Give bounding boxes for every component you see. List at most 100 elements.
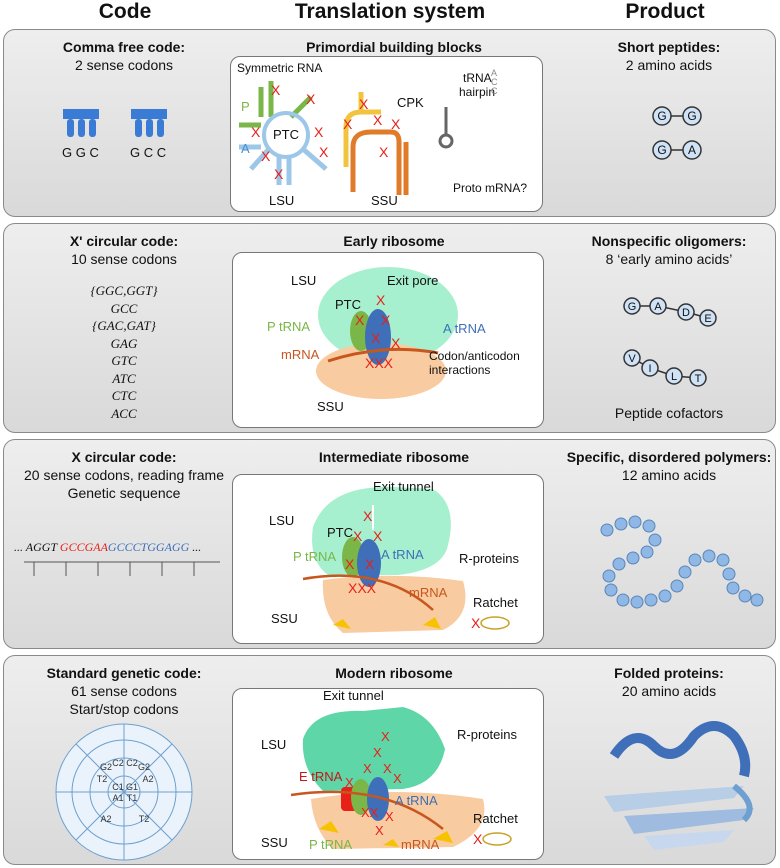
reading-frame-ruler [24, 561, 220, 576]
svg-text:X: X [359, 96, 369, 112]
svg-text:X: X [371, 330, 381, 346]
code-subtitle: 10 sense codons [71, 251, 177, 267]
p-trna-label: P tRNA [267, 319, 311, 334]
row-x-prime-circular: X' circular code: 10 sense codons {GGC,G… [3, 223, 776, 433]
codon-glyphs [63, 109, 167, 137]
seq-blue: GCCCTGGAGG [107, 540, 190, 554]
svg-text:X: X [274, 166, 284, 182]
code-title: Comma free code: [62, 39, 186, 55]
lsu-label: LSU [269, 193, 295, 208]
dipeptide-glyphs: G G G A [652, 106, 702, 160]
oligo-b-res-3: L [671, 371, 677, 383]
mrna-label: mRNA [281, 347, 320, 362]
row-standard-code: Standard genetic code: 61 sense codons S… [3, 655, 776, 865]
wheel-t2b: T2 [139, 814, 150, 824]
svg-text:X: X [375, 823, 384, 838]
p-trna-label: P tRNA [293, 549, 337, 564]
codon-gcc-label: G C C [130, 145, 167, 160]
exit-tunnel-label: Exit tunnel [323, 688, 384, 703]
mrna-label: mRNA [409, 585, 448, 600]
wheel-t1: T1 [127, 793, 138, 803]
ssu-label: SSU [261, 835, 288, 850]
svg-text:X: X [383, 761, 392, 776]
codon-7: CTC [111, 388, 137, 403]
product-title: Short peptides: [617, 39, 721, 55]
code-subtitle: 20 sense codons, reading frame [23, 467, 224, 483]
oligomer-glyphs: G A D E V I L T [623, 297, 717, 387]
svg-text:X: X [271, 82, 281, 98]
ratchet-label: Ratchet [473, 595, 518, 610]
svg-text:XX: XX [361, 805, 379, 820]
svg-text:X: X [391, 116, 401, 132]
wheel-a2a: A2 [142, 774, 153, 784]
peptide-1-res-2: G [687, 109, 696, 123]
wheel-g2b: G2 [138, 762, 150, 772]
peptide-2-res-2: A [688, 143, 696, 157]
svg-text:X: X [363, 761, 372, 776]
ssu-label: SSU [371, 193, 398, 208]
product-subtitle: 20 amino acids [621, 683, 717, 699]
svg-text:XXX: XXX [365, 355, 394, 371]
wheel-c2b: C2 [126, 758, 138, 768]
hairpin-label: hairpin [459, 85, 496, 99]
symmetric-rna-label: Symmetric RNA [237, 61, 323, 75]
svg-text:X: X [373, 528, 383, 544]
codon-2: GCC [110, 300, 138, 316]
wheel-t2a: T2 [97, 774, 108, 784]
translation-title: Early ribosome [343, 233, 445, 249]
row-x-circular: X circular code: 20 sense codons, readin… [3, 439, 776, 649]
ssu-label: SSU [271, 611, 298, 626]
svg-text:X: X [381, 312, 391, 328]
svg-text:X: X [345, 775, 354, 790]
svg-text:X: X [379, 144, 389, 160]
oligo-a-res-2: A [654, 301, 662, 313]
codon-5: GTC [111, 353, 137, 368]
ptc-label: PTC [327, 525, 353, 540]
translation-title: Modern ribosome [335, 665, 453, 681]
svg-text:X: X [345, 556, 355, 572]
ratchet-label: Ratchet [473, 811, 518, 826]
r-proteins-label: R-proteins [457, 727, 517, 742]
seq-red: GCCGAA [59, 540, 108, 554]
code-subtitle: 2 sense codons [74, 57, 174, 73]
svg-text:X: X [251, 124, 261, 140]
code-subtitle-2: Start/stop codons [69, 701, 179, 717]
oligo-a-res-1: G [628, 301, 637, 313]
code-title: Standard genetic code: [46, 665, 202, 681]
ptc-label: PTC [335, 297, 361, 312]
peptide-cofactors-label: Peptide cofactors [614, 405, 724, 421]
product-subtitle: 2 amino acids [625, 57, 713, 73]
seq-suffix: ... [189, 540, 202, 554]
svg-text:X: X [355, 312, 365, 328]
codon-6: ATC [112, 370, 136, 386]
ssu-label: SSU [317, 399, 344, 414]
lsu-label: LSU [261, 737, 287, 752]
exit-pore-label: Exit pore [387, 273, 439, 288]
codon-4: GAG [110, 335, 138, 351]
wheel-a1: A1 [112, 793, 123, 803]
wheel-g1: G1 [126, 782, 138, 792]
svg-text:X: X [363, 508, 373, 524]
folded-protein-ribbon [604, 721, 754, 850]
svg-text:XXX: XXX [348, 580, 377, 596]
lsu-label: LSU [269, 513, 295, 528]
svg-text:X: X [393, 771, 402, 786]
oligo-b-res-1: V [628, 353, 636, 365]
svg-text:X: X [391, 335, 401, 351]
svg-text:X: X [373, 112, 383, 128]
svg-text:X: X [473, 831, 483, 847]
svg-text:X: X [261, 148, 271, 164]
code-subtitle: 61 sense codons [71, 683, 177, 699]
exit-tunnel-label: Exit tunnel [373, 479, 434, 494]
proto-mrna-label: Proto mRNA? [453, 181, 528, 195]
svg-text:X: X [365, 556, 375, 572]
code-column-header: Code [98, 0, 152, 23]
a-trna-label: A tRNA [395, 793, 438, 808]
ptc-label: PTC [273, 127, 299, 142]
codon-3: {GAC,GAT} [92, 318, 156, 333]
